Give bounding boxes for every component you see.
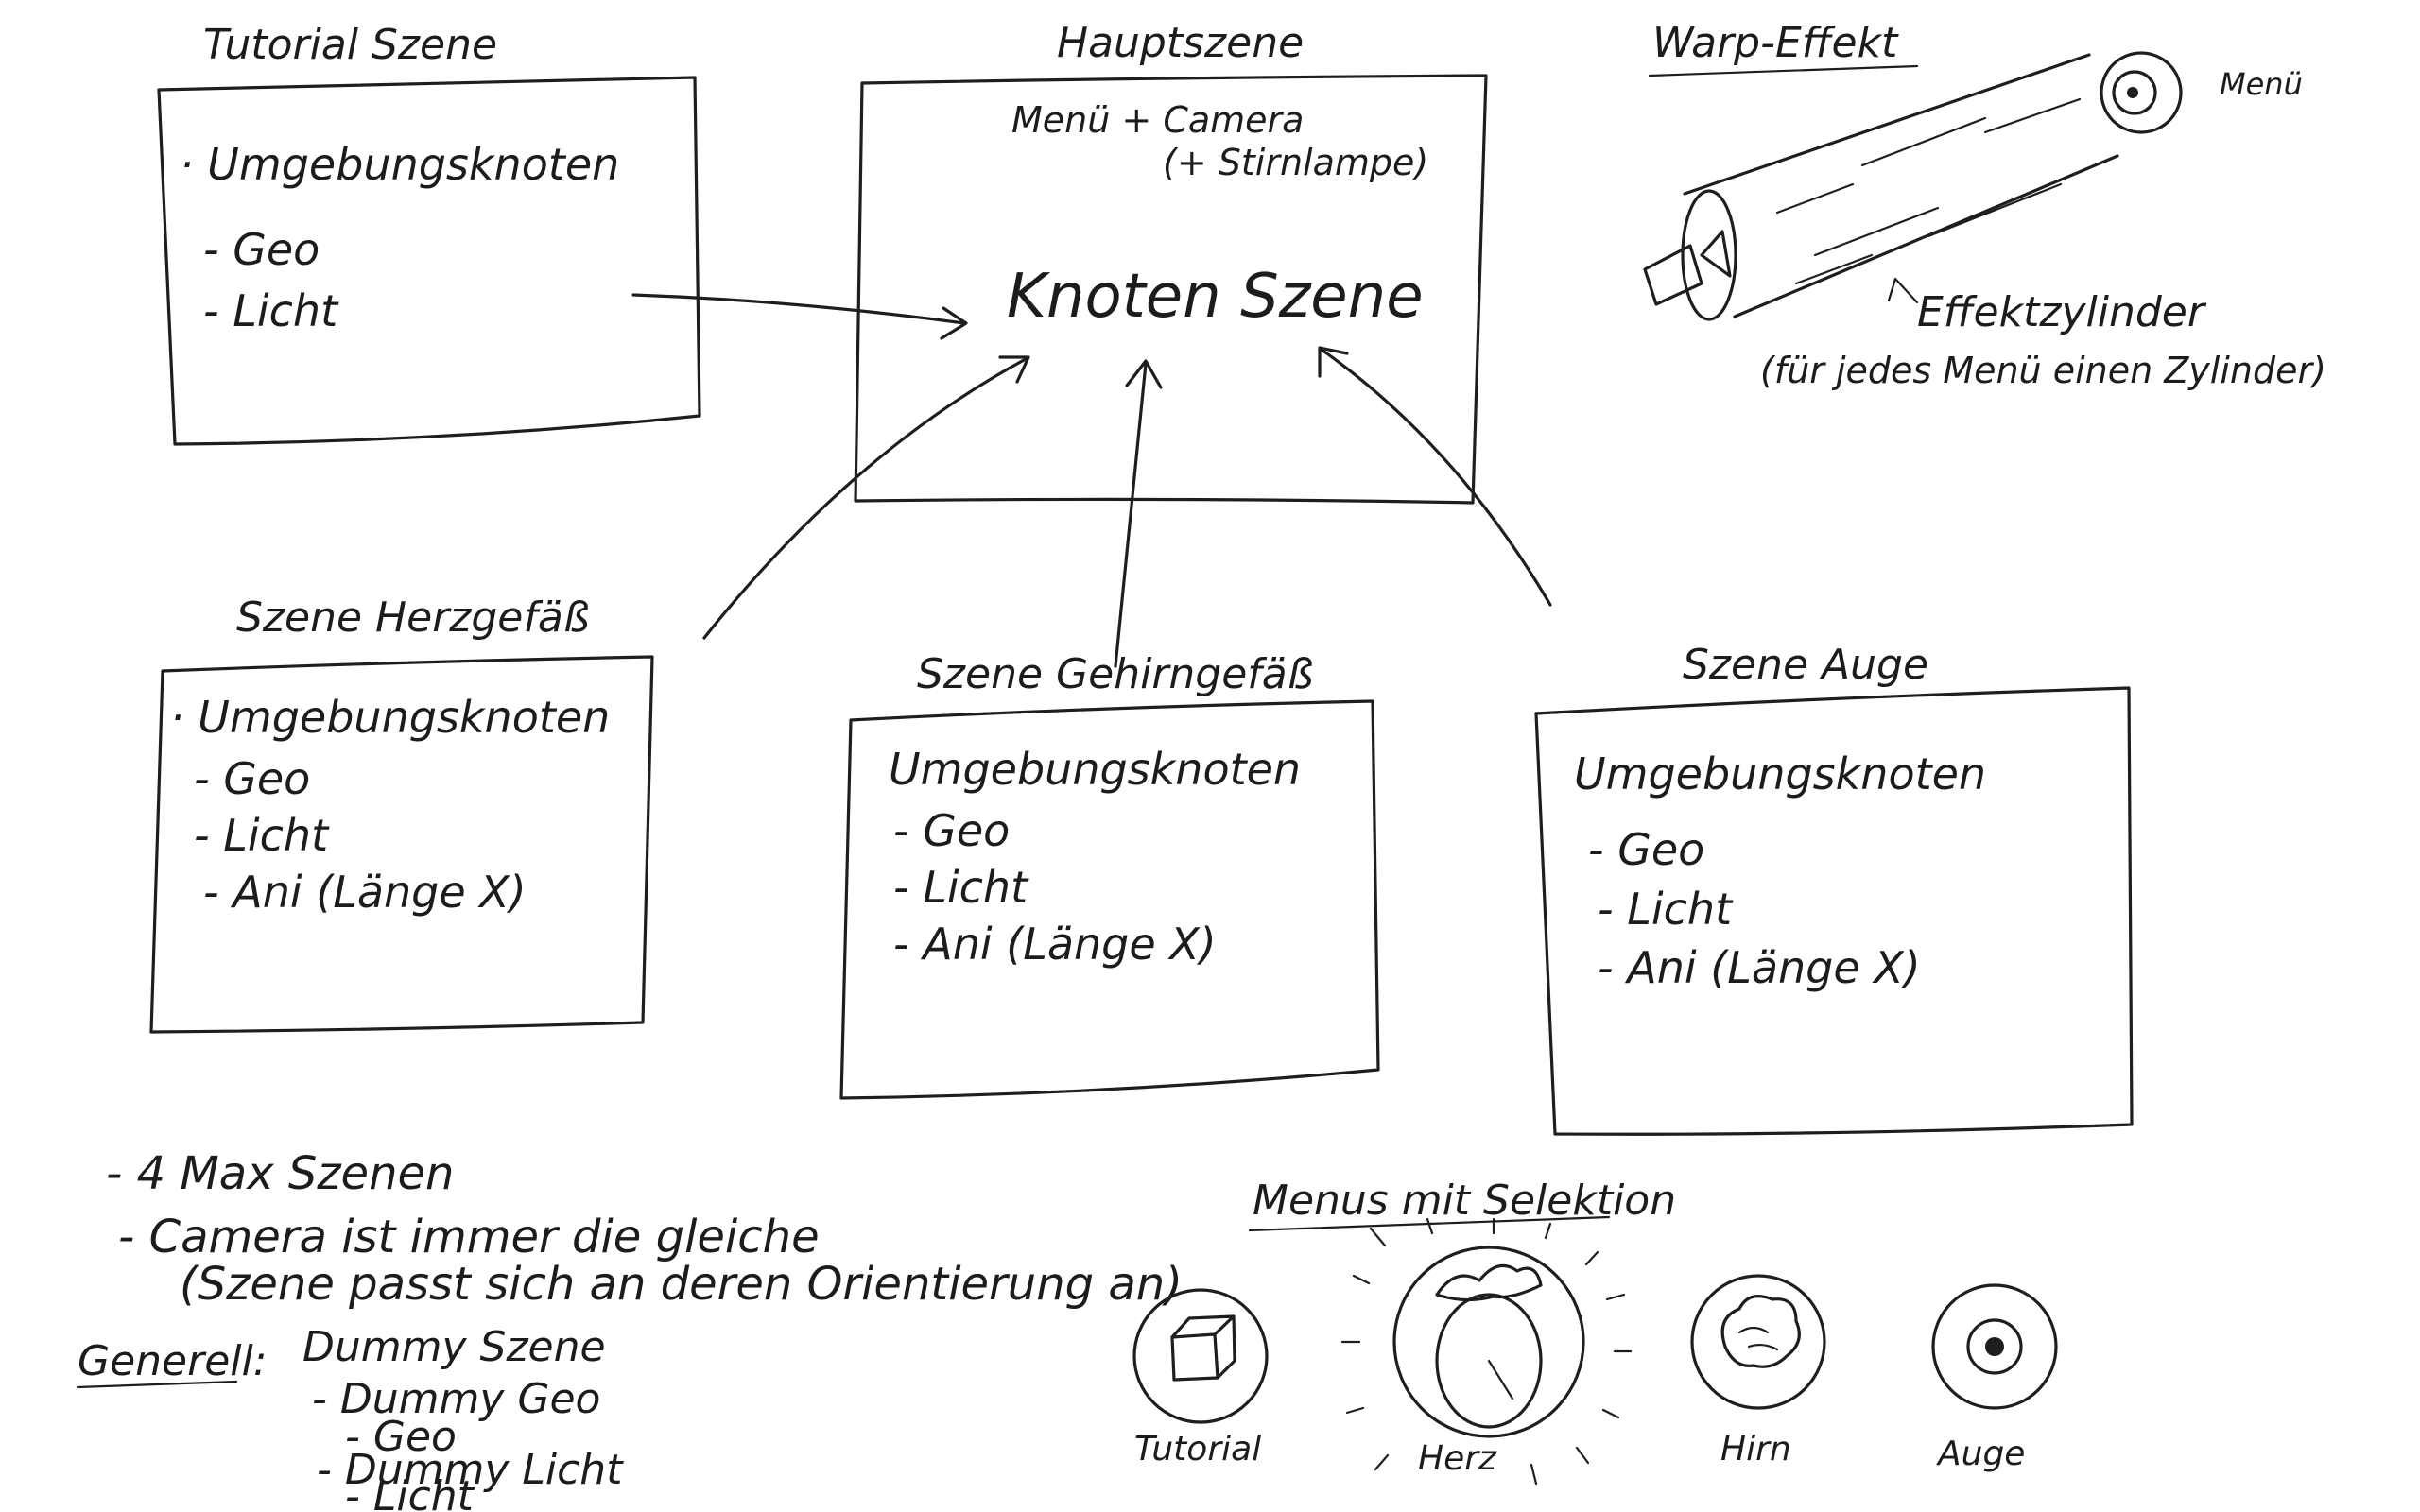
eye-item-3: - Licht [1598, 884, 1734, 935]
main-scene-box [854, 74, 1488, 505]
cube-icon [1170, 1314, 1236, 1382]
main-scene: Hauptszene Menü + Camera (+ Stirnlampe) … [854, 19, 1488, 505]
menu-item-auge[interactable]: Auge [1931, 1283, 2058, 1473]
cylinder-top-edge [1683, 53, 2091, 196]
menu-inner-ring [2112, 70, 2157, 115]
warp-title: Warp-Effekt [1652, 19, 1899, 67]
arrow-tutorial-to-main [631, 293, 966, 325]
menu-item-tutorial[interactable]: Tutorial [1132, 1288, 1269, 1469]
note-max-scenes: - 4 Max Szenen [106, 1147, 454, 1200]
warp-menu-label: Menü [2220, 66, 2303, 102]
note-camera-sub: (Szene passt sich an deren Orientierung … [180, 1258, 1183, 1311]
heart-icon [1435, 1263, 1543, 1429]
arrow-brain-to-main [1114, 362, 1148, 668]
tutorial-scene: Tutorial Szene · Umgebungsknoten - Geo -… [157, 21, 701, 446]
tutorial-scene-box [157, 76, 701, 446]
menu-label-tutorial: Tutorial [1134, 1430, 1261, 1469]
eye-scene-title: Szene Auge [1683, 641, 1928, 689]
brain-item-3: - Licht [893, 862, 1029, 913]
menu-label-hirn: Hirn [1720, 1430, 1791, 1469]
warp-menu-icon [2100, 51, 2183, 134]
eye-item-1: Umgebungsknoten [1574, 748, 1986, 799]
heart-scene-box [149, 655, 654, 1034]
eye-item-2: - Geo [1588, 824, 1704, 875]
camera-icon [1643, 230, 1732, 306]
notes: - 4 Max Szenen - Camera ist immer die gl… [76, 1147, 1183, 1512]
main-menu-camera: Menü + Camera [1011, 99, 1304, 141]
menu-label-auge: Auge [1936, 1435, 2025, 1473]
menus-title: Menus mit Selektion [1253, 1177, 1676, 1225]
heart-item-4: - Ani (Länge X) [203, 867, 527, 918]
note-dummy-scene: Dummy Szene [302, 1323, 606, 1371]
warp-effect: Warp-Effekt Menü Effektzylinder (für jed… [1643, 19, 2326, 391]
eye-icon [1966, 1318, 2023, 1375]
note-dummy-licht: - Dummy Licht [317, 1446, 624, 1494]
menu-ring [1931, 1283, 2058, 1410]
arrows [631, 293, 1552, 668]
brain-item-1: Umgebungsknoten [889, 744, 1301, 795]
note-licht: - Licht [345, 1472, 475, 1512]
brain-item-2: - Geo [893, 805, 1010, 856]
cylinder-bottom-edge [1733, 154, 2119, 318]
heart-scene-title: Szene Herzgefäß [236, 593, 590, 642]
note-geo: - Geo [345, 1413, 457, 1461]
main-headlamp: (+ Stirnlampe) [1163, 142, 1428, 183]
eye-scene-box [1534, 686, 2134, 1136]
cylinder-pointer-arrow [1887, 277, 1919, 304]
eye-item-4: - Ani (Länge X) [1598, 942, 1921, 993]
general-underline [76, 1380, 238, 1389]
arrow-head [940, 306, 968, 340]
cylinder-hatch [1775, 97, 2082, 285]
selection-glow [1340, 1217, 1633, 1486]
heart-item-1: · Umgebungsknoten [170, 692, 610, 743]
tutorial-item-3: - Licht [203, 285, 339, 336]
brain-scene-box [839, 699, 1380, 1100]
tutorial-scene-title: Tutorial Szene [203, 21, 497, 69]
cylinder-note: (für jedes Menü einen Zylinder) [1760, 350, 2326, 391]
warp-title-underline [1648, 64, 1919, 77]
menu-item-herz[interactable]: Herz [1340, 1217, 1633, 1486]
menu-outer-ring [2100, 51, 2183, 134]
menu-ring [1690, 1274, 1826, 1410]
brain-item-4: - Ani (Länge X) [893, 919, 1217, 970]
menu-ring [1132, 1288, 1269, 1424]
menu-center [2127, 87, 2138, 98]
note-general-label: Generell: [78, 1337, 268, 1385]
effect-cylinder [1643, 53, 2119, 321]
menu-label-herz: Herz [1418, 1439, 1497, 1478]
cylinder-label: Effektzylinder [1917, 288, 2207, 336]
brain-scene: Szene Gehirngefäß Umgebungsknoten - Geo … [839, 650, 1380, 1100]
arrow-head [1125, 359, 1163, 389]
menu-item-hirn[interactable]: Hirn [1690, 1274, 1826, 1469]
arrow-eye-to-main [1320, 348, 1552, 607]
main-scene-title: Hauptszene [1057, 19, 1304, 67]
arrow-head [1318, 346, 1349, 378]
heart-item-3: - Licht [194, 810, 330, 861]
heart-scene: Szene Herzgefäß · Umgebungsknoten - Geo … [149, 593, 654, 1034]
menus-selection: Menus mit Selektion Tutorial Herz [1132, 1177, 2058, 1486]
tutorial-item-1: · Umgebungsknoten [180, 139, 619, 190]
main-node-scene: Knoten Szene [1007, 262, 1424, 332]
brain-scene-title: Szene Gehirngefäß [917, 650, 1313, 698]
tutorial-item-2: - Geo [203, 224, 320, 275]
menu-ring [1392, 1246, 1585, 1438]
note-camera: - Camera ist immer die gleiche [118, 1211, 820, 1263]
arrow-heart-to-main [702, 357, 1028, 640]
eye-scene: Szene Auge Umgebungsknoten - Geo - Licht… [1534, 641, 2134, 1136]
note-dummy-geo: - Dummy Geo [312, 1375, 600, 1423]
heart-item-2: - Geo [194, 753, 310, 804]
brain-icon [1720, 1295, 1801, 1368]
arrow-head [998, 355, 1030, 384]
cylinder-front-end [1681, 189, 1737, 321]
